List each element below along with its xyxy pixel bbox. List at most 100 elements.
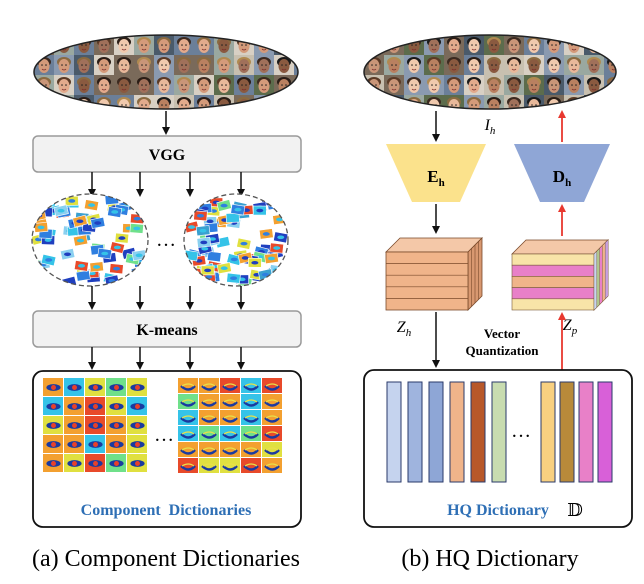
face-thumbnail (54, 55, 74, 75)
face-thumbnail (444, 75, 464, 95)
feature-patch (195, 225, 211, 237)
hq-dictionary-box: … HQ Dictionary 𝔻 (363, 369, 633, 528)
eye-component-cell (64, 416, 84, 434)
face-thumbnail (174, 35, 194, 55)
kmeans-label: K-means (136, 322, 197, 339)
mouth-component-cell (241, 410, 261, 425)
mouth-component-cell (178, 426, 198, 441)
face-thumbnail (134, 95, 154, 109)
feature-patch (32, 274, 47, 286)
face-thumbnail (254, 95, 274, 109)
eye-component-cell (64, 397, 84, 415)
face-thumbnail (294, 95, 298, 109)
mouth-component-cell (262, 426, 282, 441)
mouth-component-cell (241, 442, 261, 457)
mouth-component-cell (220, 378, 240, 393)
feature-patch (273, 269, 288, 281)
face-thumbnail (524, 55, 544, 75)
feature-patch (97, 247, 113, 260)
face-thumbnail (34, 35, 54, 55)
feature-patch (109, 241, 126, 254)
face-thumbnail (274, 55, 294, 75)
face-thumbnail (504, 95, 524, 109)
face-thumbnail (404, 95, 424, 109)
face-thumbnail (504, 75, 524, 95)
face-thumbnail (464, 35, 484, 55)
face-thumbnail (234, 35, 254, 55)
face-thumbnail (74, 55, 94, 75)
eye-component-cell (43, 397, 63, 415)
feature-cube-zh (385, 237, 483, 311)
eye-dictionary-grid (43, 378, 147, 472)
face-thumbnail (544, 35, 564, 55)
feature-patch (216, 199, 232, 212)
mouth-component-cell (241, 458, 261, 473)
face-thumbnail (484, 55, 504, 75)
mouth-component-cell (220, 426, 240, 441)
face-thumbnail (174, 95, 194, 109)
face-thumbnail (484, 35, 504, 55)
face-thumbnail (194, 95, 214, 109)
eye-component-cell (106, 416, 126, 434)
mouth-component-cell (220, 458, 240, 473)
feature-patch (200, 265, 215, 276)
codebook-vector (597, 381, 613, 483)
face-thumbnail (214, 75, 234, 95)
eye-component-cell (106, 454, 126, 472)
zh-label: Zh (397, 319, 412, 339)
feature-patch (226, 272, 241, 284)
face-thumbnail (114, 95, 134, 109)
face-dataset-mosaic-left (33, 34, 299, 110)
face-thumbnail (384, 75, 404, 95)
arrows-vgg-to-features (88, 172, 245, 197)
feature-patch (129, 223, 144, 234)
mouth-component-cell (241, 426, 261, 441)
feature-patch (90, 216, 106, 229)
svg-text:Eh: Eh (427, 167, 444, 189)
face-thumbnail (294, 35, 298, 55)
face-thumbnail (364, 95, 384, 109)
feature-patch (114, 232, 130, 244)
feature-patch (269, 242, 284, 254)
face-thumbnail (234, 95, 254, 109)
dictionary-symbol: 𝔻 (567, 500, 583, 521)
face-thumbnail (194, 35, 214, 55)
face-thumbnail (504, 35, 524, 55)
face-thumbnail (464, 75, 484, 95)
face-thumbnail (444, 35, 464, 55)
face-thumbnail (234, 55, 254, 75)
face-thumbnail (134, 75, 154, 95)
hq-dictionary-label: HQ Dictionary (447, 502, 549, 519)
face-thumbnail (404, 55, 424, 75)
vector-quantization-label-1: Vector (484, 326, 521, 341)
feature-patch (264, 252, 279, 265)
component-dictionaries-box: … Component Dictionaries (32, 370, 302, 528)
codebook-vector (491, 381, 507, 483)
arrows-features-to-kmeans (88, 286, 245, 310)
feature-patch (72, 214, 88, 228)
face-thumbnail (94, 75, 114, 95)
face-thumbnail (604, 35, 616, 55)
face-thumbnail (114, 75, 134, 95)
mouth-component-cell (262, 442, 282, 457)
mouth-component-cell (199, 378, 219, 393)
codebook-vector (386, 381, 402, 483)
face-thumbnail (504, 55, 524, 75)
face-thumbnail (234, 75, 254, 95)
face-thumbnail (384, 35, 404, 55)
eye-component-cell (43, 378, 63, 396)
svg-text:Dh: Dh (553, 167, 571, 189)
zp-label: Zp (563, 317, 578, 337)
mouth-component-cell (178, 442, 198, 457)
eye-component-cell (85, 435, 105, 453)
feature-patch (89, 261, 104, 273)
eye-component-cell (106, 378, 126, 396)
caption-b: (b) HQ Dictionary (401, 546, 578, 572)
feature-patch (252, 205, 267, 216)
eye-component-cell (64, 378, 84, 396)
face-thumbnail (214, 55, 234, 75)
kmeans-block: K-means (32, 310, 302, 348)
mouth-component-cell (178, 458, 198, 473)
mouth-component-cell (199, 442, 219, 457)
feature-patch (193, 210, 208, 222)
